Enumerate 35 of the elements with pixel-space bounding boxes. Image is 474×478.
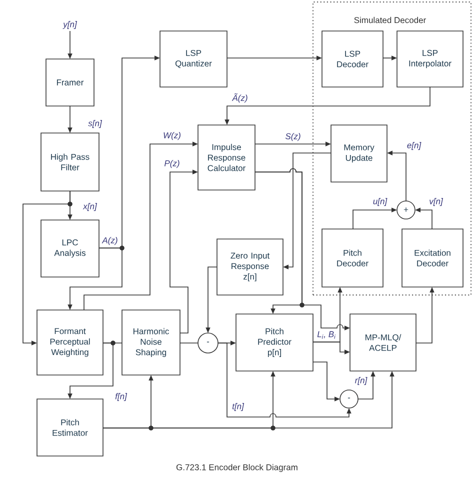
edge-label: P(z) [164,160,180,168]
process-box: Harmonic Noise Shaping [122,310,180,376]
process-box: Memory Update [330,124,388,182]
edge-label: A(z) [102,236,118,246]
process-box: Excitation Decoder [402,228,464,288]
process-box: Formant Perceptual Weighting [36,310,104,376]
edge-label: v[n] [428,198,444,206]
edge-label: x[n] [82,202,98,212]
arrow [22,190,70,346]
process-box: LSP Interpolator [396,30,464,88]
edge-label: t[n] [232,402,244,412]
edge-label: f[n] [114,392,128,402]
input-label: y[n] [62,21,78,29]
edge-label: r[n] [354,376,368,386]
process-box: Framer [46,58,94,106]
process-box: Pitch Estimator [36,398,104,456]
process-box: Impulse Response Calculator [198,124,256,190]
edge-label: W(z) [162,132,182,140]
process-box: High Pass Filter [40,132,100,192]
edge-label: u[n] [372,198,388,206]
edge-label: S(z) [284,132,302,142]
process-box: LSP Quantizer [160,30,228,88]
caption: G.723.1 Encoder Block Diagram [176,464,298,472]
arrow [218,342,352,418]
edge-label: Ã(z) [232,92,248,104]
process-box: Pitch Decoder [322,228,384,288]
process-box: LSP Decoder [322,30,384,88]
process-box: Zero Input Response z[n] [216,238,284,296]
process-box: LPC Analysis [40,220,100,278]
edge-label: L$_{i}$, B$_{i}$ [316,330,336,340]
edge-label: e[n] [406,142,422,150]
process-box: MP-MLQ/ ACELP [350,314,416,372]
process-box: Pitch Predictor p[n] [236,314,314,372]
edge-label: s[n] [88,120,102,128]
connector-line [180,342,198,344]
